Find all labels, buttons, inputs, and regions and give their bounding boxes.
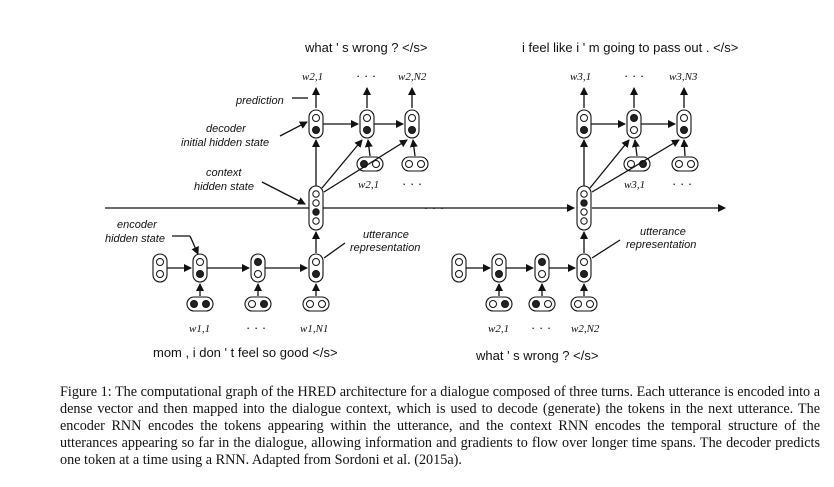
encoder-input-right-1 bbox=[485, 296, 513, 312]
ellipsis-out-right: · · · bbox=[624, 68, 644, 83]
decoder-state-r1 bbox=[576, 109, 592, 139]
token-out-w3N3: w3,N3 bbox=[669, 71, 698, 83]
decoder-state-r3 bbox=[676, 109, 692, 139]
decoder-state-1 bbox=[308, 109, 324, 139]
context-state-2 bbox=[576, 185, 592, 231]
ellipsis-in-left: · · · bbox=[402, 176, 422, 191]
hred-diagram: · · · what ' s wrong ? </s> i feel like … bbox=[105, 40, 738, 363]
label-encoder-2: hidden state bbox=[105, 233, 165, 245]
decoder-state-3 bbox=[404, 109, 420, 139]
encoder-init-right bbox=[451, 253, 467, 283]
encoder-input-left-2 bbox=[244, 296, 272, 312]
encoder-state-right-2 bbox=[534, 253, 550, 283]
sentence-top-right: i feel like i ' m going to pass out . </… bbox=[522, 40, 738, 55]
decoder-input-r2 bbox=[671, 156, 699, 172]
encoder-input-right-2 bbox=[528, 296, 556, 312]
context-ellipsis-left: · · · bbox=[424, 200, 444, 215]
encoder-input-left-3 bbox=[302, 296, 330, 312]
label-utt-left-1: utterance bbox=[363, 229, 409, 241]
ellipsis-out-left: · · · bbox=[356, 68, 376, 83]
label-decoder-2: initial hidden state bbox=[181, 137, 269, 149]
ellipsis-enc-right: · · · bbox=[531, 320, 551, 335]
label-context-1: context bbox=[206, 167, 242, 179]
sentence-bottom-left: mom , i don ' t feel so good </s> bbox=[153, 345, 338, 360]
token-enc-w21: w2,1 bbox=[488, 323, 509, 335]
encoder-init-left bbox=[152, 253, 168, 283]
encoder-input-left-1 bbox=[186, 296, 214, 312]
label-utt-left-2: representation bbox=[350, 242, 420, 254]
token-enc-w1N1: w1,N1 bbox=[300, 323, 328, 335]
token-out-w31: w3,1 bbox=[570, 71, 591, 83]
token-out-w21: w2,1 bbox=[302, 71, 323, 83]
sentence-bottom-right: what ' s wrong ? </s> bbox=[475, 348, 598, 363]
decoder-state-r2 bbox=[626, 109, 642, 139]
context-state-1 bbox=[308, 185, 324, 231]
encoder-state-right-1 bbox=[491, 253, 507, 283]
label-context-2: hidden state bbox=[194, 181, 254, 193]
token-in-w31: w3,1 bbox=[624, 179, 645, 191]
label-encoder-1: encoder bbox=[117, 219, 158, 231]
label-prediction: prediction bbox=[235, 95, 284, 107]
encoder-state-right-3 bbox=[576, 253, 592, 283]
ellipsis-in-right: · · · bbox=[672, 176, 692, 191]
token-enc-w2N2: w2,N2 bbox=[571, 323, 600, 335]
sentence-top-left: what ' s wrong ? </s> bbox=[304, 40, 427, 55]
token-out-w2N2: w2,N2 bbox=[398, 71, 427, 83]
encoder-state-left-1 bbox=[192, 253, 208, 283]
token-enc-w11: w1,1 bbox=[189, 323, 210, 335]
decoder-state-2 bbox=[359, 109, 375, 139]
decoder-input-2 bbox=[401, 156, 429, 172]
encoder-input-right-3 bbox=[570, 296, 598, 312]
token-in-w21: w2,1 bbox=[358, 179, 379, 191]
figure-caption: Figure 1: The computational graph of the… bbox=[60, 384, 820, 468]
ellipsis-enc-left: · · · bbox=[246, 320, 266, 335]
encoder-state-left-2 bbox=[250, 253, 266, 283]
label-utt-right-1: utterance bbox=[640, 226, 686, 238]
label-utt-right-2: representation bbox=[626, 239, 696, 251]
label-decoder-1: decoder bbox=[206, 123, 247, 135]
encoder-state-left-3 bbox=[308, 253, 324, 283]
